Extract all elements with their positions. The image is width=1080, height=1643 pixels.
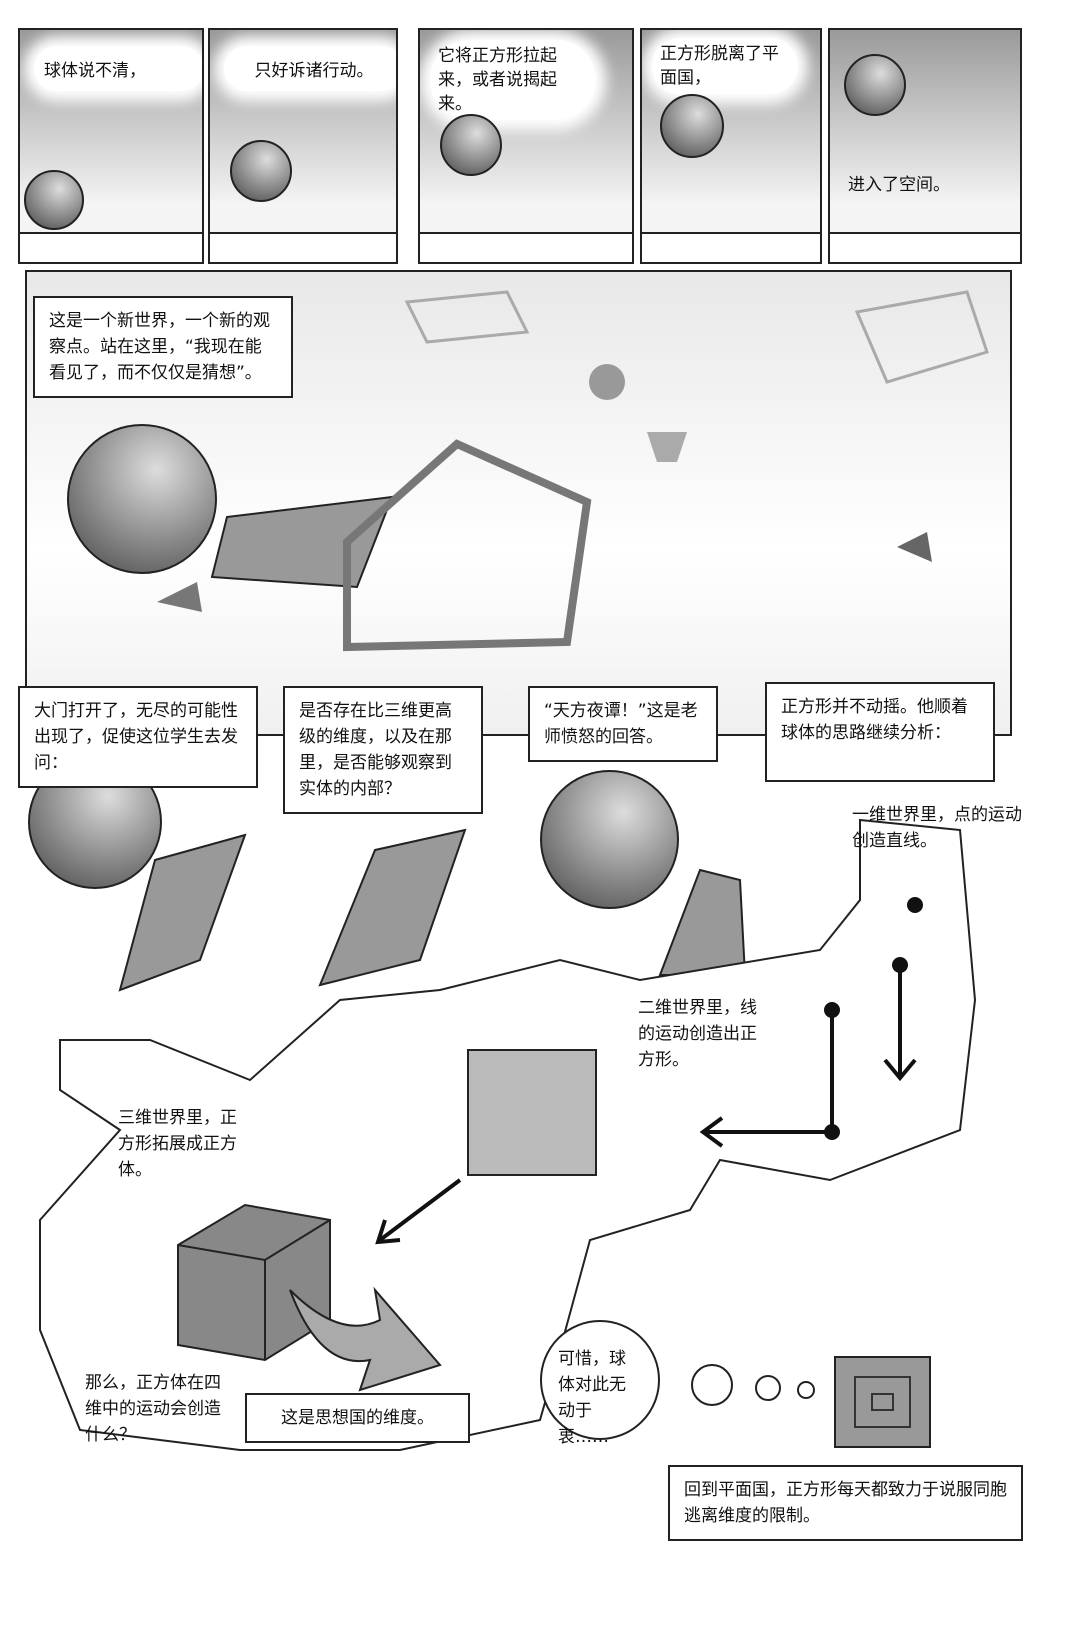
three-d-label: 三维世界里，正方形拓展成正方体。 bbox=[118, 1108, 237, 1180]
caption-cloud: 它将正方形拉起来，或者说揭起来。 bbox=[430, 40, 596, 120]
speech-bubble: “天方夜谭！”这是老师愤怒的回答。 bbox=[528, 686, 718, 762]
sphere bbox=[540, 770, 679, 909]
caption-cloud: 只好诉诸行动。 bbox=[224, 46, 396, 91]
caption-box: 回到平面国，正方形每天都致力于说服同胞逃离维度的限制。 bbox=[668, 1465, 1023, 1541]
two-d-label: 二维世界里，线的运动创造出正方形。 bbox=[638, 998, 757, 1070]
caption-box: 这是思想国的维度。 bbox=[245, 1393, 470, 1443]
sphere bbox=[844, 54, 906, 116]
sphere bbox=[660, 94, 724, 158]
caption-box: 正方形并不动摇。他顺着球体的思路继续分析： bbox=[765, 682, 995, 782]
speech-bubble-round: 可惜，球体对此无动于衷…… bbox=[540, 1320, 660, 1447]
panel-3: 它将正方形拉起来，或者说揭起来。 bbox=[418, 28, 634, 264]
caption-cloud: 球体说不清， bbox=[34, 46, 202, 91]
caption-box: 这是一个新世界，一个新的观察点。站在这里，“我现在能看见了，而不仅仅是猜想”。 bbox=[33, 296, 293, 398]
panel-5: 进入了空间。 bbox=[828, 28, 1022, 264]
four-d-label: 那么，正方体在四维中的运动会创造什么？ bbox=[85, 1373, 221, 1445]
sphere bbox=[24, 170, 84, 230]
sphere bbox=[230, 140, 292, 202]
caption-box: 大门打开了，无尽的可能性出现了，促使这位学生去发问： bbox=[18, 686, 258, 788]
space-panel: 这是一个新世界，一个新的观察点。站在这里，“我现在能看见了，而不仅仅是猜想”。 bbox=[25, 270, 1012, 736]
panel-2: 只好诉诸行动。 bbox=[208, 28, 398, 264]
one-d-label: 一维世界里，点的运动创造直线。 bbox=[852, 805, 1022, 851]
sphere bbox=[67, 424, 217, 574]
caption-cloud: 正方形脱离了平面国， bbox=[652, 38, 798, 94]
caption: 进入了空间。 bbox=[848, 175, 950, 195]
sphere bbox=[440, 114, 502, 176]
panel-4: 正方形脱离了平面国， bbox=[640, 28, 822, 264]
panel-1: 球体说不清， bbox=[18, 28, 204, 264]
speech-bubble: 是否存在比三维更高级的维度，以及在那里，是否能够观察到实体的内部？ bbox=[283, 686, 483, 814]
flatland-house bbox=[157, 290, 989, 652]
